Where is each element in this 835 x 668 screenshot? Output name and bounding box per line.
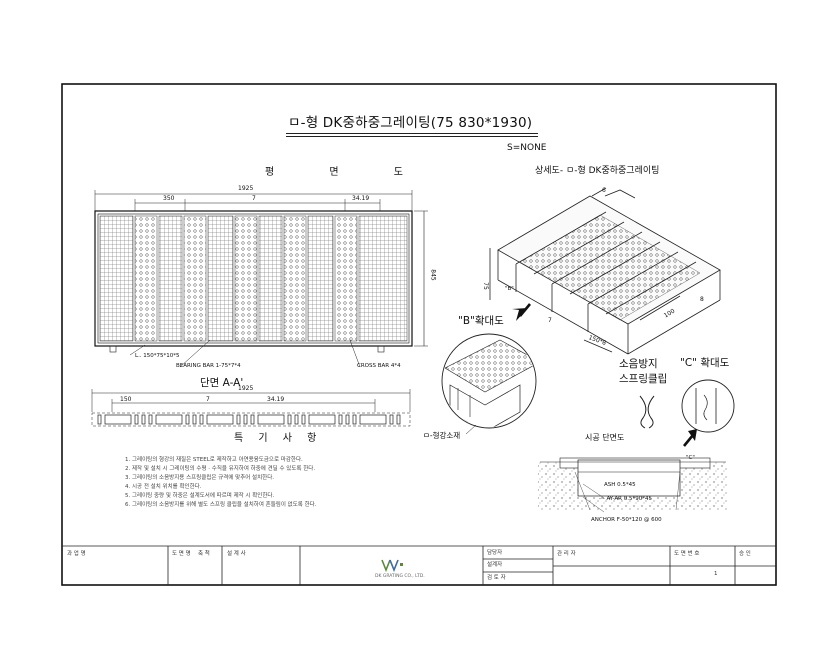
- construction-section: [538, 457, 728, 513]
- section-bar: [192, 414, 197, 425]
- steel-label: ㅁ-형강소재: [423, 431, 461, 440]
- frame-callout: L.. 150*75*10*5: [135, 353, 180, 359]
- dim-plan-total: 1925: [238, 185, 254, 192]
- section-bar: [148, 414, 153, 425]
- iso-view: [489, 187, 721, 355]
- title-underline: [286, 133, 538, 134]
- tb-drawing-no: 도 면 번 호: [674, 551, 700, 557]
- title-block: [62, 545, 776, 585]
- iso-view-label: 상세도- ㅁ-형 DK중하중그레이팅: [535, 166, 660, 176]
- bearing-bar-callout: BEARING BAR 1-75*7*4: [176, 363, 241, 369]
- note-3: 3. 그레이팅의 소음방지용 스프링클립은 규격에 맞추어 설치한다.: [125, 475, 275, 481]
- section-bar: [338, 414, 343, 425]
- company-logo: [381, 559, 403, 573]
- section-bar: [97, 414, 102, 425]
- plan-view: [94, 190, 428, 368]
- section-label: 단면 A-A': [200, 377, 244, 389]
- anchor-callout: ANCHOR F-50*120 @ 600: [591, 517, 662, 523]
- outer-frame: [61, 83, 777, 586]
- section-box: [308, 414, 336, 425]
- section-bar: [236, 414, 241, 425]
- note-1: 1. 그레이팅의 형강의 재질은 STEEL로 제작하고 아연용융도금으로 마감…: [125, 457, 303, 463]
- scale-label: S=NONE: [507, 143, 547, 153]
- tb-scale: 축 척: [198, 551, 210, 557]
- section-bar: [287, 414, 292, 425]
- dim-iso-top: 6: [602, 187, 606, 194]
- section-box: [155, 414, 183, 425]
- section-box: [104, 414, 132, 425]
- section-bar: [396, 414, 401, 425]
- section-box: [359, 414, 387, 425]
- section-bar: [185, 414, 190, 425]
- drawing-title: ㅁ-형 DK중하중그레이팅(75 830*1930): [288, 115, 533, 131]
- cross-bar-callout: CROSS BAR 4*4: [357, 363, 401, 369]
- dim-iso-small: 8: [700, 296, 704, 303]
- tb-manager: 담당자: [487, 550, 503, 556]
- layer2-callout: - - AY-AR 0.5*90*45: [599, 496, 652, 502]
- tb-sheet: 1: [714, 571, 718, 577]
- spring-clip-icon: [639, 395, 655, 429]
- tb-reviewer: 검 토 자: [487, 575, 506, 581]
- detail-c-label: "C" 확대도: [680, 357, 730, 369]
- dim-iso-corner: 7: [548, 317, 552, 324]
- section-view: [91, 389, 411, 427]
- detail-b-circle: [441, 333, 537, 435]
- spring-label-2: 스프링클립: [619, 373, 668, 385]
- dim-plan-left: 350: [163, 195, 175, 202]
- detail-b-label: "B"확대도: [458, 315, 504, 327]
- tb-designer: 설계자: [487, 562, 503, 568]
- note-4: 4. 시공 전 설치 위치를 확인한다.: [125, 484, 202, 490]
- dim-plan-height: 845: [429, 269, 437, 281]
- section-bar: [294, 414, 299, 425]
- section-bar: [250, 414, 255, 425]
- spring-label-1: 소음방지: [619, 358, 658, 370]
- note-6: 6. 그레이팅의 소음방지를 위해 별도 스프링 클립을 설치하여 흔들림이 없…: [125, 502, 317, 508]
- notes-title: 특 기 사 항: [234, 433, 323, 444]
- section-bar: [134, 414, 139, 425]
- section-box: [206, 414, 234, 425]
- construction-label: 시공 단면도: [585, 433, 625, 442]
- tb-drawing-name: 도 면 명: [172, 551, 191, 557]
- dim-section-right: 34.19: [267, 396, 285, 403]
- title-underline-2: [286, 136, 538, 137]
- layer1-callout: ASH 0.5*45: [604, 482, 636, 488]
- section-bar: [243, 414, 248, 425]
- detail-b-marker: "B": [505, 286, 514, 292]
- section-bar: [199, 414, 204, 425]
- tb-approve: 승 인: [739, 551, 751, 557]
- dim-section-mid: 7: [206, 396, 210, 403]
- detail-c-marker: "C": [686, 455, 695, 461]
- dim-section-total: 1925: [238, 385, 254, 392]
- section-bar: [141, 414, 146, 425]
- tb-designer-co: 설 계 사: [227, 551, 246, 557]
- note-2: 2. 제작 및 설치 시 그레이팅의 수평 · 수직을 유지하여 하중에 견딜 …: [125, 466, 316, 472]
- section-bar: [301, 414, 306, 425]
- section-bar: [389, 414, 394, 425]
- detail-c-circle: [681, 379, 735, 433]
- tb-admin: 관 리 자: [557, 551, 576, 557]
- tb-project: 과 업 명: [67, 551, 86, 557]
- dim-plan-mid: 7: [252, 195, 256, 202]
- dim-iso-height: 75: [481, 282, 489, 290]
- plan-view-label: 평 면 도: [265, 167, 429, 178]
- section-bar: [345, 414, 350, 425]
- dim-plan-right: 34.19: [352, 195, 370, 202]
- note-5: 5. 그레이팅 중량 및 하중은 설계도서에 따르며 제작 시 확인한다.: [125, 493, 275, 499]
- dim-section-left: 150: [120, 396, 132, 403]
- section-box: [257, 414, 285, 425]
- section-bar: [352, 414, 357, 425]
- tb-company: DK GRATING CO., LTD.: [375, 574, 425, 579]
